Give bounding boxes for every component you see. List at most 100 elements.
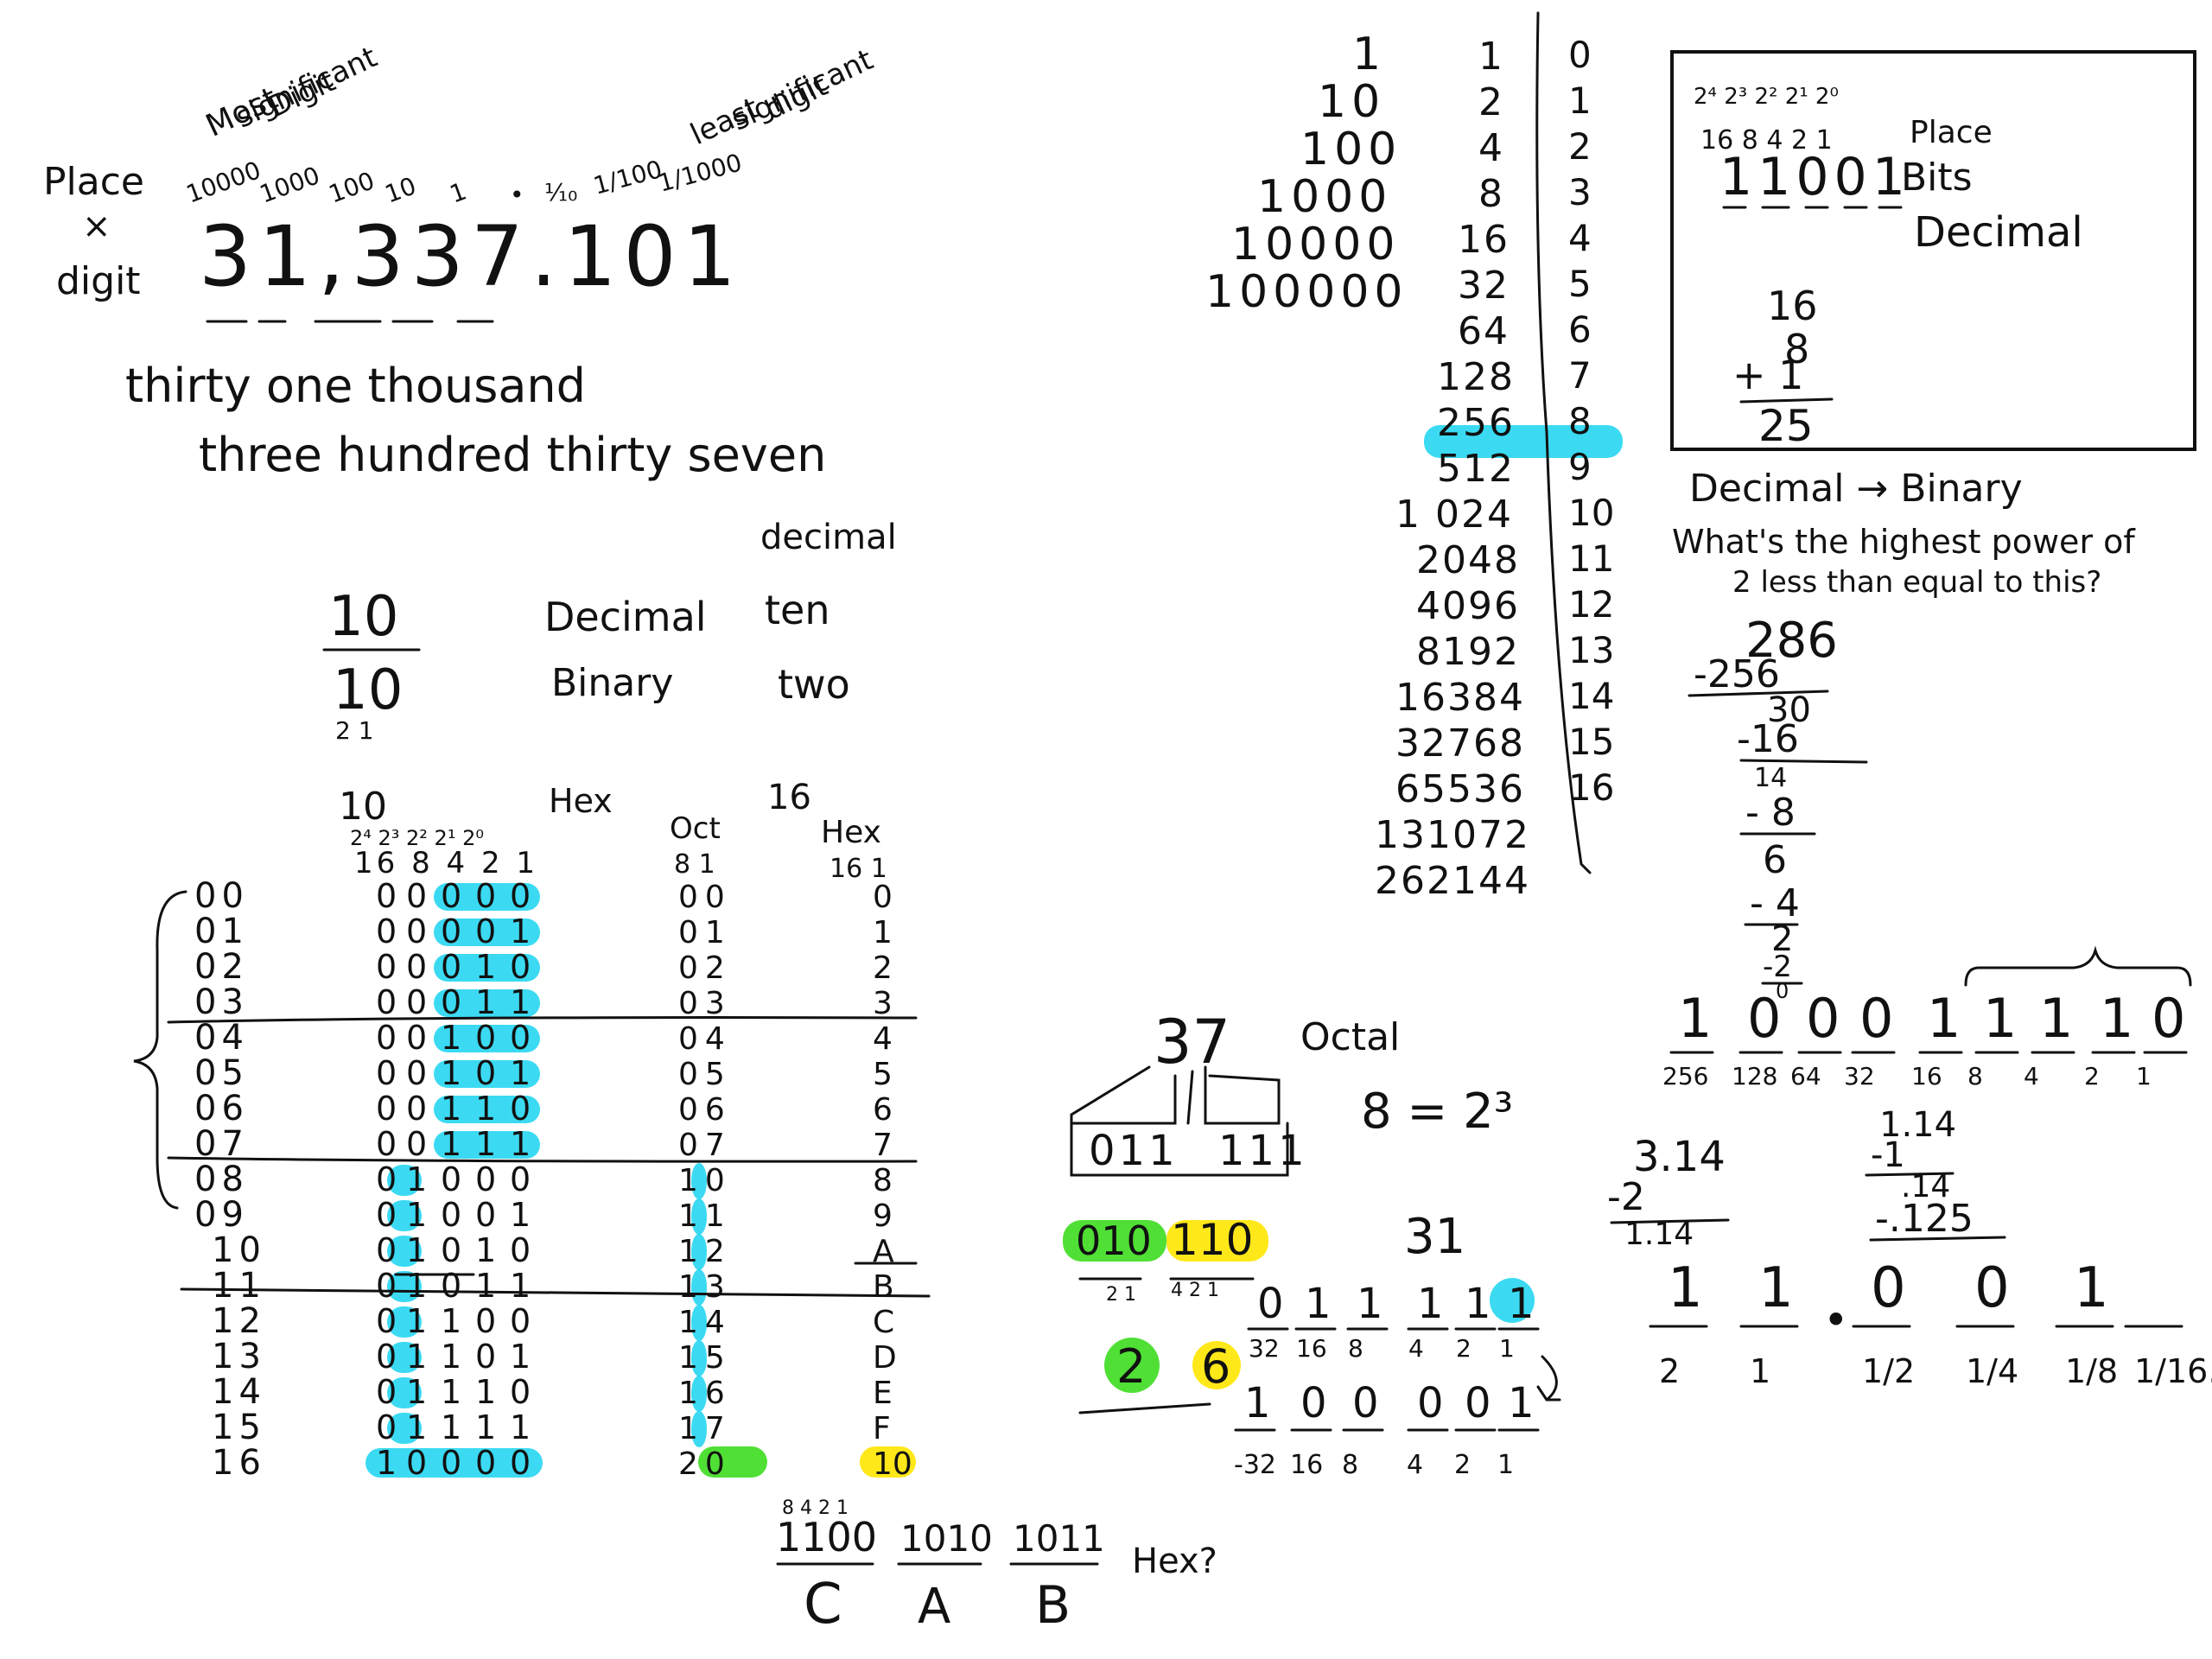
brace-left	[133, 890, 188, 1210]
power-two-6: 64	[1458, 309, 1510, 353]
box-sum-line	[1739, 397, 1834, 404]
bit-highlight-13	[387, 1342, 422, 1373]
table-bit-11-3: 1	[475, 1267, 496, 1305]
box-sum-16: 16	[1767, 283, 1818, 329]
power-two-0: 1	[1478, 35, 1504, 79]
hex-group-3: 1011	[1013, 1517, 1105, 1560]
decimal-name: Decimal	[544, 594, 707, 640]
bit-highlight	[1490, 1278, 1535, 1323]
bit-highlight-6	[434, 1096, 540, 1123]
table-bit-4-0: 0	[376, 1019, 397, 1057]
thirty-one-place2-3: 4	[1407, 1450, 1423, 1480]
oct-highlight-13	[691, 1340, 707, 1376]
frac-dot: •	[510, 181, 524, 209]
thirty-one-place-4: 2	[1456, 1334, 1471, 1363]
oct-highlight-14	[691, 1376, 707, 1412]
table-bit-11-1: 1	[406, 1267, 427, 1305]
octal-underline	[1078, 1402, 1211, 1414]
box-places: 16 8 4 2 1	[1700, 125, 1833, 156]
table-bit-1-0: 0	[376, 912, 397, 950]
table-oct-14: 16	[678, 1376, 732, 1411]
table-hex-15: F	[873, 1411, 891, 1446]
frac-bit-5: 1	[2074, 1256, 2109, 1320]
octal-label: Octal	[1300, 1015, 1400, 1059]
header-16: 16	[767, 778, 811, 817]
table-bit-9-2: 0	[441, 1196, 461, 1234]
table-oct-12: 14	[678, 1305, 732, 1340]
table-dec-14: 14	[212, 1372, 266, 1412]
power-exp-8: 8	[1568, 400, 1592, 442]
table-bit-6-1: 0	[406, 1090, 427, 1128]
power-two-1: 2	[1478, 80, 1504, 124]
frac-right-line-1	[1865, 1172, 1955, 1177]
convert-title: Decimal → Binary	[1689, 467, 2023, 511]
table-bit-7-4: 1	[510, 1125, 531, 1163]
table-bit-4-4: 0	[510, 1019, 531, 1057]
binary-word: two	[778, 661, 850, 708]
power-two-16: 65536	[1395, 767, 1525, 811]
thirty-one-bit2-5: 1	[1508, 1379, 1535, 1427]
oct-place: 8 1	[674, 849, 715, 880]
box-bits: 11001	[1719, 147, 1910, 207]
table-bit-11-2: 0	[441, 1267, 461, 1305]
table-oct-3: 03	[678, 986, 732, 1021]
convert-step-8: 2	[1771, 919, 1793, 959]
convert-step-4: 14	[1754, 763, 1787, 793]
power-ten-5: 100000	[1205, 266, 1408, 318]
hex-letter-c: C	[804, 1573, 842, 1637]
table-oct-9: 11	[678, 1198, 732, 1234]
number-31337: 31,337.101	[199, 208, 743, 305]
convert-bit-8: 0	[2152, 987, 2185, 1050]
thirty-one-bit-2: 1	[1357, 1280, 1383, 1328]
power-exp-2: 2	[1568, 125, 1592, 168]
powers-divider	[1535, 11, 1592, 874]
octal-section: 37 Octal 8 = 2³ 011 111 010 110 2 1 4 2 …	[1063, 1007, 1513, 1414]
frac-bit-3: 0	[1871, 1256, 1906, 1320]
bit-highlight-5	[434, 1060, 540, 1088]
power-two-7: 128	[1437, 355, 1515, 399]
table-bit-15-4: 1	[510, 1408, 531, 1446]
oct-highlight-11	[691, 1269, 707, 1306]
table-bit-12-4: 0	[510, 1302, 531, 1340]
table-hex-11: B	[873, 1269, 894, 1305]
decimal-word: ten	[765, 587, 830, 633]
table-oct-13: 15	[678, 1340, 732, 1376]
table-bit-11-0: 0	[376, 1267, 397, 1305]
octal-eq: 8 = 2³	[1361, 1084, 1513, 1140]
table-hex-12: C	[873, 1305, 894, 1340]
bit-highlight-11	[387, 1271, 422, 1302]
table-dec-3: 03	[194, 982, 249, 1022]
sep-line-3	[180, 1287, 931, 1298]
table-oct-0: 00	[678, 880, 732, 915]
box-sum-1: + 1	[1732, 352, 1803, 398]
bit-highlight-2	[434, 954, 540, 982]
oct-header: Oct	[670, 811, 721, 846]
table-bit-10-1: 1	[406, 1231, 427, 1269]
green-bits: 010	[1076, 1217, 1152, 1264]
bit-highlight-15	[387, 1413, 422, 1444]
hex-example: 8 4 2 1 1100 1010 1011 C A B Hex?	[776, 1497, 1217, 1637]
table-bit-0-4: 0	[510, 877, 531, 915]
convert-line-2	[1739, 759, 1868, 764]
thirty-one-bit2-0: 1	[1244, 1379, 1271, 1427]
bit-highlight-4	[434, 1025, 540, 1052]
table-dec-9: 09	[194, 1195, 249, 1235]
table-bit-10-2: 0	[441, 1231, 461, 1269]
table-bit-2-4: 0	[510, 948, 531, 986]
power-exp-14: 14	[1568, 675, 1614, 717]
frac-bit-0: 1	[1668, 1256, 1703, 1320]
oct-highlight-15	[691, 1411, 707, 1447]
convert-place-6: 4	[2024, 1062, 2039, 1090]
hex-header: Hex	[821, 815, 881, 850]
convert-step-9: -2	[1763, 950, 1792, 984]
convert-place-3: 32	[1844, 1062, 1875, 1090]
thirty-one-bit-3: 1	[1417, 1280, 1444, 1328]
power-two-4: 16	[1458, 218, 1510, 262]
power-exp-7: 7	[1568, 354, 1592, 397]
table-hex-1: 1	[873, 915, 893, 950]
table-bit-11-4: 1	[510, 1267, 531, 1305]
power-exp-10: 10	[1568, 492, 1614, 534]
thirty-one-place-1: 16	[1296, 1334, 1327, 1363]
bits-box: 2⁴ 2³ 2² 2¹ 2⁰ 16 8 4 2 1 11001 Place Bi…	[1670, 50, 2196, 451]
